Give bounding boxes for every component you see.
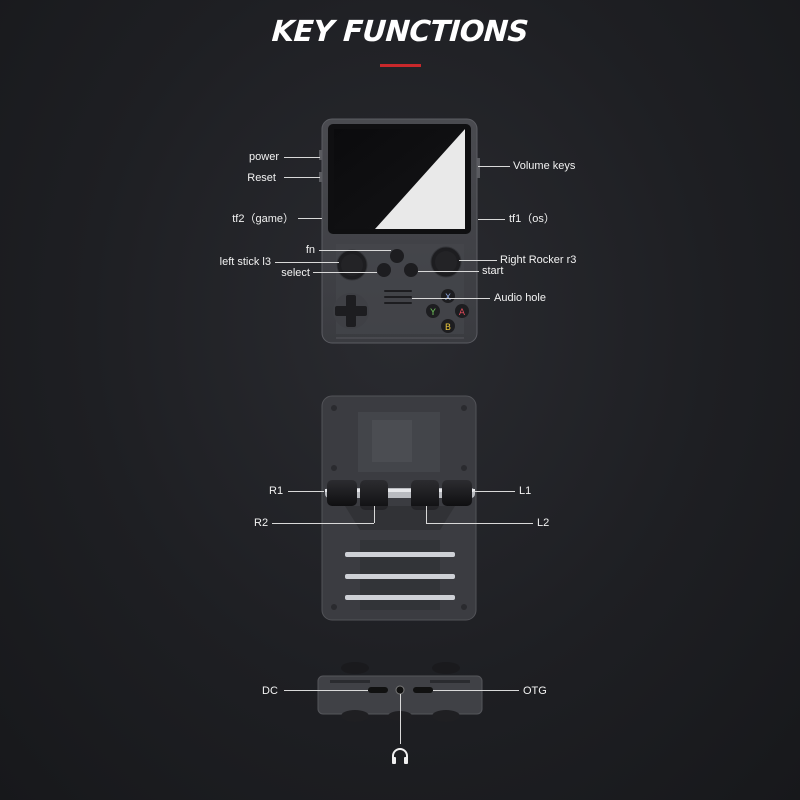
leader-l1 [473, 491, 515, 492]
label-volume: Volume keys [513, 160, 576, 172]
face-button-a: A [459, 308, 466, 318]
leader-l2-vertical [426, 506, 427, 523]
label-tf2: tf2（game） [232, 213, 294, 225]
label-otg: OTG [523, 685, 547, 697]
leader-start [418, 271, 479, 272]
face-button-y: Y [429, 308, 436, 318]
label-r2: R2 [254, 517, 269, 529]
leader-r2 [272, 523, 374, 524]
label-reset: Reset [247, 172, 276, 184]
leader-dc [284, 690, 368, 691]
leader-tf2 [298, 218, 322, 219]
leader-right-rocker [459, 260, 497, 261]
label-l2: L2 [537, 517, 550, 529]
leader-left-stick [275, 262, 339, 263]
leader-audio-hole [412, 298, 490, 299]
leader-reset [284, 177, 320, 178]
label-l1: L1 [519, 485, 532, 497]
leader-fn [319, 250, 391, 251]
leader-select [313, 272, 377, 273]
title-underline [380, 64, 421, 67]
label-r1: R1 [269, 485, 284, 497]
label-dc: DC [262, 685, 278, 697]
leader-r2-vertical [374, 506, 375, 523]
label-select: select [281, 267, 310, 279]
label-tf1: tf1（os） [509, 213, 555, 225]
leader-r1 [288, 491, 324, 492]
face-button-b: B [445, 323, 451, 333]
label-start: start [482, 265, 504, 277]
headphone-icon [392, 748, 408, 764]
label-left-stick: left stick l3 [219, 256, 271, 268]
leader-power [284, 157, 320, 158]
label-power: power [249, 151, 279, 163]
leader-otg [433, 690, 519, 691]
leader-l2 [426, 523, 533, 524]
leader-tf1 [478, 219, 505, 220]
label-fn: fn [305, 244, 315, 256]
leader-headphone [400, 694, 401, 744]
label-audio-hole: Audio hole [494, 292, 546, 304]
leader-volume [478, 166, 510, 167]
label-right-rocker: Right Rocker r3 [500, 254, 577, 266]
